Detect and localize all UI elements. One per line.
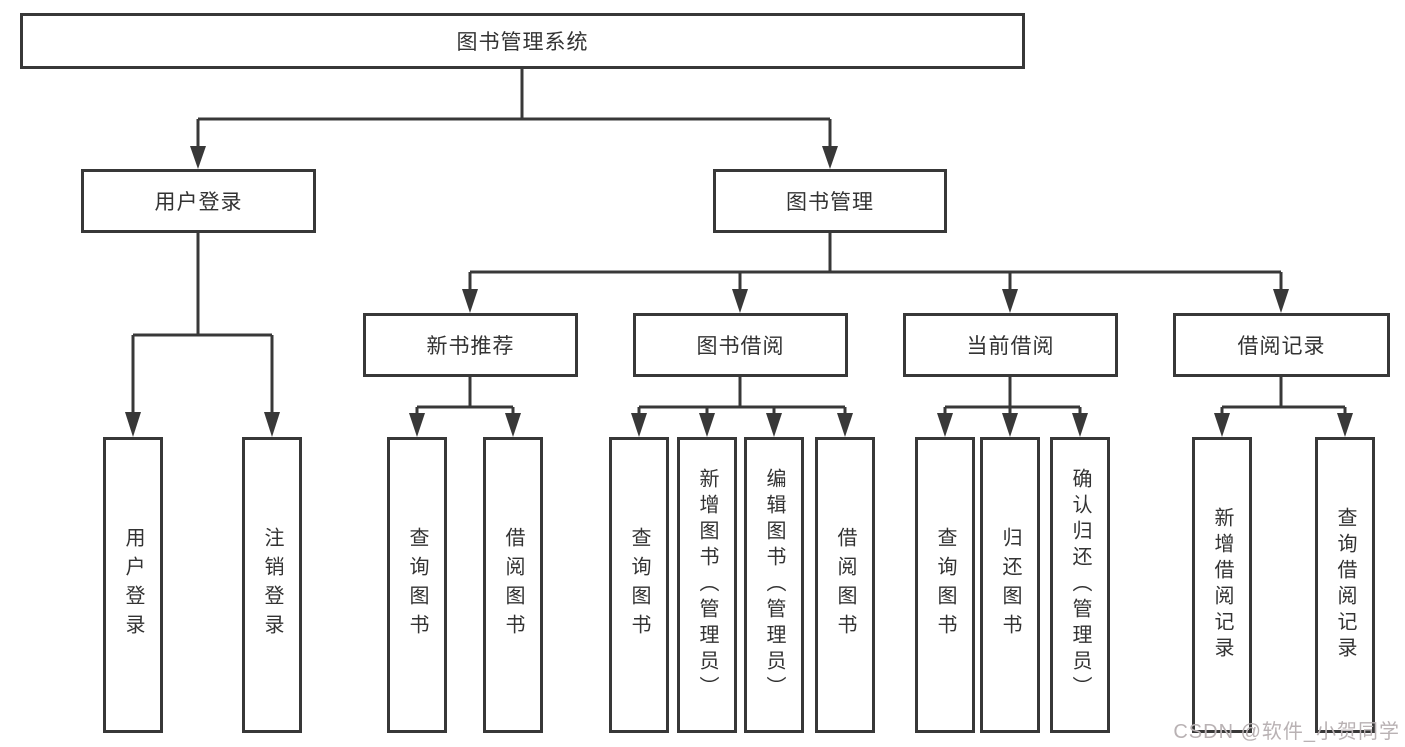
leaf-add-book-admin: 新增图书（管理员） [677, 437, 737, 733]
node-book-borrow: 图书借阅 [633, 313, 848, 377]
leaf-return-book: 归还图书 [980, 437, 1040, 733]
leaf-edit-book-admin: 编辑图书（管理员） [744, 437, 804, 733]
node-current-borrow: 当前借阅 [903, 313, 1118, 377]
node-book-management: 图书管理 [713, 169, 947, 233]
leaf-borrow-book-1: 借阅图书 [483, 437, 543, 733]
arrowheads [125, 146, 1353, 437]
connector-paths [131, 69, 1347, 416]
leaf-add-borrow-record: 新增借阅记录 [1192, 437, 1252, 733]
leaf-query-borrow-record: 查询借阅记录 [1315, 437, 1375, 733]
watermark: CSDN @软件_小贺同学 [1173, 721, 1400, 743]
leaf-logout: 注销登录 [242, 437, 302, 733]
leaf-query-book-3: 查询图书 [915, 437, 975, 733]
node-borrow-record: 借阅记录 [1173, 313, 1390, 377]
node-library-system: 图书管理系统 [20, 13, 1025, 69]
leaf-query-book-1: 查询图书 [387, 437, 447, 733]
node-user-login: 用户登录 [81, 169, 316, 233]
leaf-borrow-book-2: 借阅图书 [815, 437, 875, 733]
node-new-book-recommend: 新书推荐 [363, 313, 578, 377]
leaf-query-book-2: 查询图书 [609, 437, 669, 733]
leaf-confirm-return-admin: 确认归还（管理员） [1050, 437, 1110, 733]
leaf-user-login: 用户登录 [103, 437, 163, 733]
